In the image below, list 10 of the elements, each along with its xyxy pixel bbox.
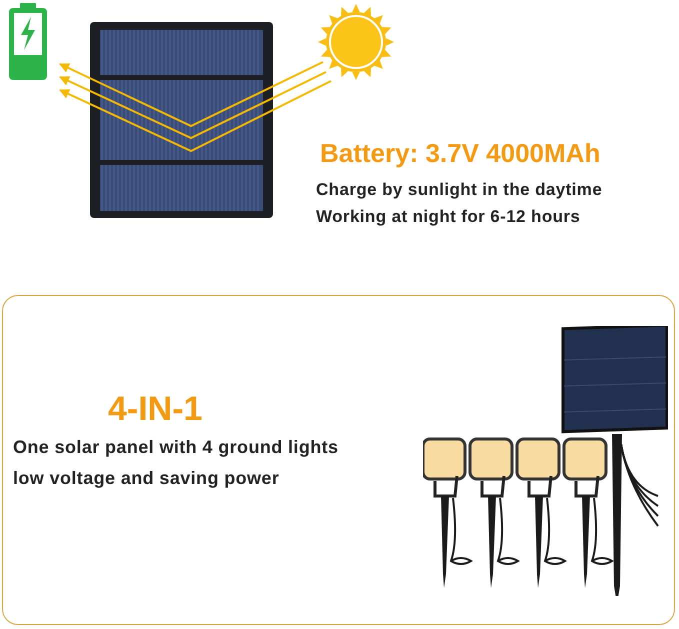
arrow (59, 71, 326, 140)
sun-icon (316, 2, 396, 82)
arrow (59, 61, 324, 128)
feature-description: One solar panel with 4 ground lights low voltage and saving power (13, 436, 340, 490)
battery-spec-heading: Battery: 3.7V 4000MAh (320, 138, 600, 169)
feature-panel (2, 295, 675, 625)
feature-note: Working at night for 6-12 hours (316, 207, 580, 227)
arrow (59, 80, 332, 152)
feature-note: Charge by sunlight in the daytime (316, 180, 602, 200)
feature-heading: 4-IN-1 (108, 390, 202, 429)
